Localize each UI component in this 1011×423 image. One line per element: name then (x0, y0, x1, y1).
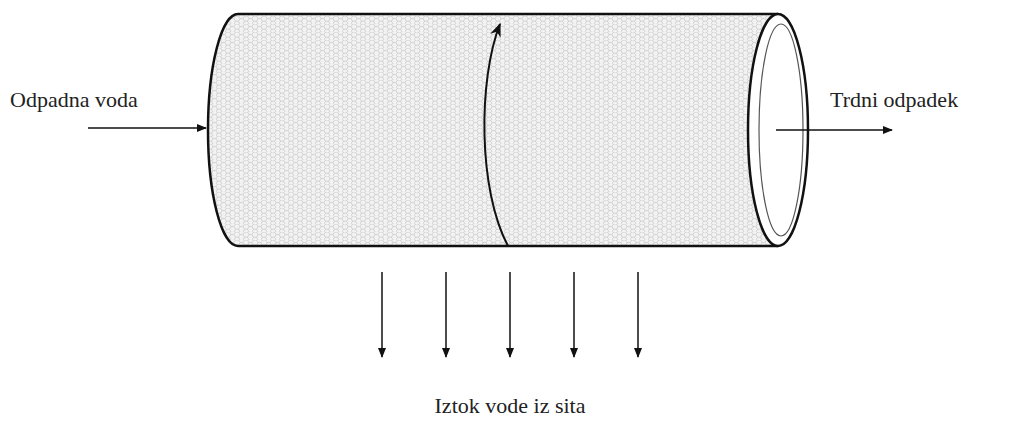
outlet-arrow (776, 129, 892, 131)
inlet-label: Odpadna voda (10, 88, 138, 112)
drain-arrows (382, 272, 638, 357)
drain-label: Iztok vode iz sita (435, 394, 586, 418)
rotation-arrow (484, 24, 508, 246)
drum-inlet-end (208, 14, 238, 246)
outlet-label: Trdni odpadek (830, 88, 958, 112)
drum-body (208, 14, 808, 246)
inlet-arrow (88, 127, 206, 129)
